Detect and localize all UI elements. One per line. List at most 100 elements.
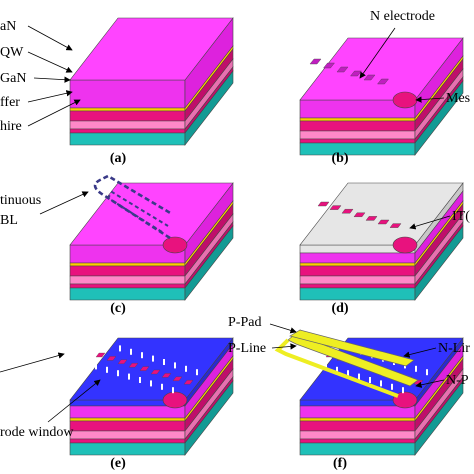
electrode-window (106, 366, 108, 373)
electrode-window (141, 352, 143, 359)
electrode-window (174, 362, 176, 369)
caption-f: (f) (333, 456, 347, 471)
layer-front-p-gan (69, 405, 186, 419)
electrode-window (347, 370, 349, 377)
layer-label-4: hire (0, 119, 22, 134)
electrode-window (172, 376, 183, 381)
n-pad-label: N-P (446, 373, 469, 388)
layer-front-n-gan-2 (69, 438, 186, 444)
electrode-window (161, 373, 172, 378)
top-surface (69, 337, 234, 401)
electrode-window (380, 380, 382, 387)
ito-opening (377, 219, 390, 225)
layer-front-sapphire (69, 132, 186, 146)
ito-label: IT( (452, 209, 470, 224)
electrode-window (106, 356, 117, 361)
electrode-window (95, 352, 106, 358)
ito-opening (317, 201, 330, 207)
layer-front-n-gan (69, 110, 186, 122)
caption-a: (a) (110, 151, 127, 166)
electrode-window (108, 342, 110, 348)
electrode-window (369, 377, 371, 383)
electrode-window (152, 355, 154, 362)
electrode-window (139, 377, 141, 383)
layer-front-n-gan-2 (299, 138, 416, 144)
cbl-label-line1: tinuous (0, 193, 41, 208)
window-arrow (47, 379, 101, 423)
electrode-window (119, 345, 121, 352)
electrode-window (161, 383, 163, 390)
layer-front-sapphire (69, 287, 186, 301)
layer-arrow-0 (27, 25, 73, 51)
ito-opening (329, 205, 342, 210)
layer-front-p-gan (299, 252, 416, 264)
n-pad-arrow (415, 379, 445, 388)
layer-side-sapphire (184, 225, 234, 301)
top-surface (69, 17, 234, 81)
layer-front-n-gan (69, 265, 186, 277)
dielectric-arrow (0, 352, 65, 373)
layer-arrow-3 (27, 90, 73, 103)
mesa-notch (162, 236, 188, 254)
electrode-window (128, 373, 130, 380)
mesa-notch (392, 391, 418, 409)
layer-front-mqw (299, 417, 416, 422)
mesa-notch (392, 236, 418, 254)
layer-label-2: GaN (0, 71, 26, 86)
electrode-window (150, 369, 161, 375)
electrode-window (128, 363, 139, 368)
ito-arrow (409, 215, 451, 230)
mesa-notch (162, 391, 188, 409)
layer-front-buffer (69, 275, 186, 285)
layer-arrow-4 (27, 99, 81, 127)
layer-front-buffer (299, 275, 416, 285)
electrode-window (185, 365, 187, 372)
layer-front-n-gan-2 (69, 283, 186, 289)
n-electrode-hole (363, 74, 376, 81)
window-label: rode window (0, 425, 74, 440)
caption-e: (e) (110, 456, 126, 471)
electrode-window (402, 387, 404, 394)
electrode-window (336, 366, 338, 373)
electrode-window (391, 383, 393, 390)
electrode-window (183, 380, 194, 385)
n-line-label: N-Lir (438, 341, 470, 356)
layer-front-mqw (299, 117, 416, 122)
layer-label-1: QW (0, 45, 24, 60)
p-line-2 (274, 338, 399, 398)
n-electrode-hole (350, 70, 362, 77)
p-pad-arrow (269, 323, 297, 334)
n-electrode-arrow (359, 27, 396, 79)
top-surface (299, 182, 464, 246)
cbl-arrow (39, 191, 89, 215)
layer-arrow-1 (27, 51, 73, 73)
n-electrode-hole (336, 66, 349, 73)
layer-side-sapphire (414, 225, 464, 301)
ito-opening (341, 208, 354, 214)
electrode-window (196, 369, 198, 376)
layer-front-n-gan (69, 420, 186, 432)
n-electrode-hole (323, 62, 335, 69)
layer-front-sapphire (299, 287, 416, 301)
n-line-arrow (403, 347, 437, 358)
electrode-window (426, 369, 428, 376)
caption-d: (d) (331, 301, 348, 316)
electrode-window (163, 359, 165, 365)
panel-d: IT( (d) (299, 182, 470, 316)
electrode-window (172, 387, 174, 394)
layer-front-n-gan-2 (299, 438, 416, 444)
electrode-window (415, 365, 417, 372)
layer-label-3: ffer (0, 95, 20, 110)
ito-opening (353, 212, 366, 218)
layer-front-buffer (69, 120, 186, 130)
mesa-arrow (415, 96, 445, 103)
cbl-loop-inner (106, 190, 169, 233)
layer-front-p-gan (69, 79, 186, 109)
cbl-loop-outer (93, 174, 173, 240)
ito-opening (365, 216, 378, 221)
cbl-label-line2: BL (0, 213, 18, 228)
ito-opening (389, 223, 402, 228)
electrode-window (358, 373, 360, 380)
